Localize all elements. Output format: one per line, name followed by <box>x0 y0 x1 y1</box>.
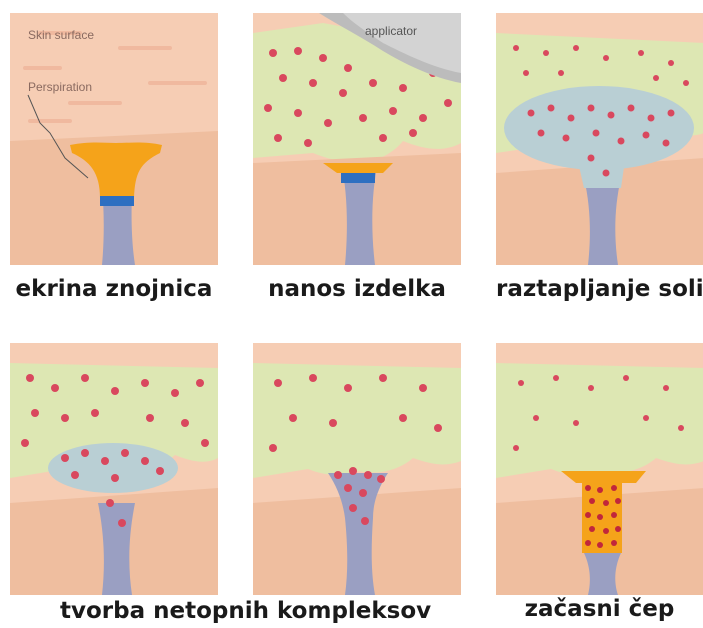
perspiration-label: Perspiration <box>28 80 92 94</box>
eccrine-gland-illustration: Skin surface Perspiration <box>10 13 218 265</box>
caption-eccrine-gland: ekrina znojnica <box>10 276 218 302</box>
product-application-illustration: applicator <box>253 13 461 265</box>
panel-complex-formation-2 <box>253 343 461 595</box>
caption-temporary-plug: začasni čep <box>496 596 703 622</box>
temporary-plug-illustration <box>496 343 703 595</box>
panel-salt-dissolution <box>496 13 703 265</box>
panel-complex-formation-1 <box>10 343 218 595</box>
caption-product-application: nanos izdelka <box>253 276 461 302</box>
panel-product-application: applicator <box>253 13 461 265</box>
complex-formation-1-illustration <box>10 343 218 595</box>
salt-dissolution-illustration <box>496 13 703 265</box>
caption-salt-dissolution: raztapljanje soli <box>496 276 703 302</box>
complex-formation-2-illustration <box>253 343 461 595</box>
skin-surface-label: Skin surface <box>28 28 94 42</box>
applicator-label: applicator <box>365 24 417 38</box>
panel-temporary-plug <box>496 343 703 595</box>
caption-complex-formation: tvorba netopnih kompleksov <box>60 598 420 624</box>
panel-eccrine-gland: Skin surface Perspiration <box>10 13 218 265</box>
